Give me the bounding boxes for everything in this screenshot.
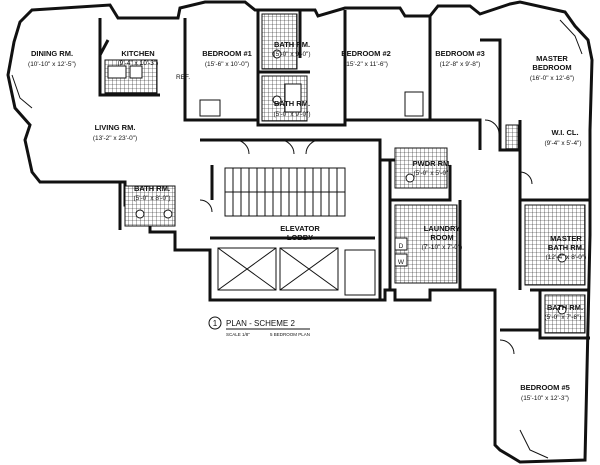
kitchen-size: (9'-4" x 10'-3") <box>118 60 159 67</box>
caption-title: PLAN - SCHEME 2 <box>226 319 295 328</box>
powder-room-size: (5'-0" x 5'-0") <box>413 170 450 177</box>
stairwell <box>224 167 346 217</box>
washer-label: W <box>398 259 405 266</box>
walk-in-closet-size: (9'-4" x 5'-4") <box>544 140 581 147</box>
dining-room-label: DINING RM. <box>31 49 73 58</box>
living-room-label: LIVING RM. <box>95 123 136 132</box>
interior-walls <box>98 10 590 340</box>
bedroom1-size: (15'-6" x 10'-0") <box>205 61 249 68</box>
living-room-size: (13'-2" x 23'-0") <box>93 135 137 142</box>
elevators <box>217 247 376 296</box>
laundry-room-label-1: LAUNDRY <box>424 224 460 233</box>
refrigerator-label: REF. <box>176 74 190 81</box>
master-bedroom-size: (16'-0" x 12'-6") <box>530 75 574 82</box>
bedroom3-label: BEDROOM #3 <box>435 49 485 58</box>
caption-scale: SCALE 1/8" <box>226 332 250 337</box>
master-bedroom-label-2: BEDROOM <box>532 63 571 72</box>
laundry-room-size: (7'-10" x 7'-0") <box>422 244 463 251</box>
bath-left-size: (5'-0" x 8'-0") <box>133 195 170 202</box>
bath-left-label: BATH RM. <box>134 184 170 193</box>
bedroom2-label: BEDROOM #2 <box>341 49 391 58</box>
bedroom3-size: (12'-8" x 9'-8") <box>440 61 481 68</box>
master-bath-label-1: MASTER <box>550 234 582 243</box>
master-bath-label-2: BATH RM. <box>548 243 584 252</box>
room-labels: DINING RM. (10'-10" x 12'-5") KITCHEN (9… <box>28 40 586 402</box>
dryer-label: D <box>399 243 404 250</box>
exterior-walls <box>6 0 594 464</box>
door-swings <box>199 119 533 355</box>
elevator-lobby-label-2: LOBBY <box>287 233 313 242</box>
laundry-room-label-2: ROOM <box>430 233 453 242</box>
bath-mid-size: (5'-0" x 9'-0") <box>273 111 310 118</box>
walk-in-closet-label: W.I. CL. <box>551 128 578 137</box>
plan-caption: 1 PLAN - SCHEME 2 SCALE 1/8" 5 BEDROOM P… <box>208 316 310 337</box>
fixtures <box>107 49 567 315</box>
bath-right-label: BATH RM. <box>547 303 583 312</box>
caption-number: 1 <box>213 319 218 328</box>
elevator-lobby-label-1: ELEVATOR <box>280 224 320 233</box>
bedroom1-label: BEDROOM #1 <box>202 49 252 58</box>
bath-right-size: (5'-0" x 7'-8") <box>544 314 581 321</box>
master-bedroom-label-1: MASTER <box>536 54 568 63</box>
bath-top-size: (5'-0" x 9'-0") <box>273 51 310 58</box>
dining-room-size: (10'-10" x 12'-5") <box>28 61 76 68</box>
kitchen-label: KITCHEN <box>121 49 154 58</box>
bath-mid-label: BATH RM. <box>274 99 310 108</box>
bedroom5-label: BEDROOM #5 <box>520 383 570 392</box>
master-bath-size: (12'-4" x 8'-0") <box>546 254 587 261</box>
bedroom2-size: (15'-2" x 11'-6") <box>344 61 388 68</box>
caption-subtitle: 5 BEDROOM PLAN <box>270 332 310 337</box>
bath-top-label: BATH RM. <box>274 40 310 49</box>
bedroom5-size: (15'-10" x 12'-3") <box>521 395 569 402</box>
caption-number-circle <box>208 316 222 330</box>
powder-room-label: PWDR RM. <box>413 159 452 168</box>
